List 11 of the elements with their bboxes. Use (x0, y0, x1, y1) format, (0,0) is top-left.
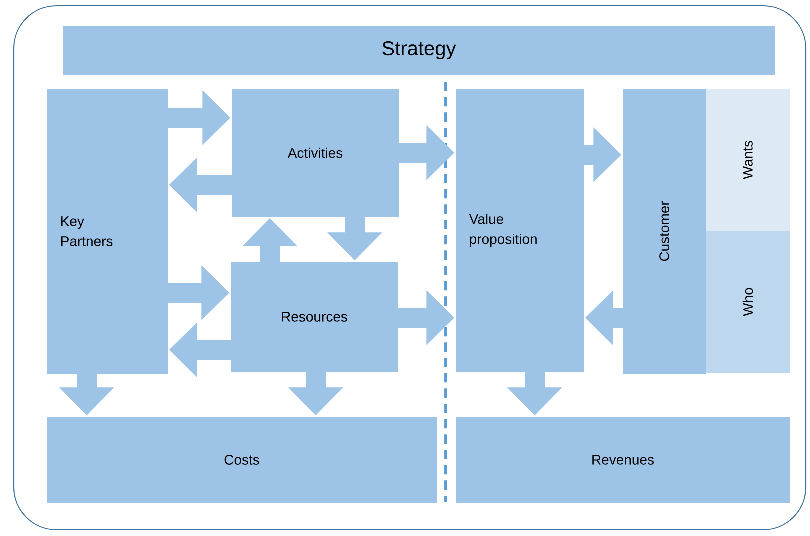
block-box: Value proposition (456, 89, 584, 372)
title-bar: Strategy (63, 26, 775, 75)
block-box: Wants (706, 89, 790, 231)
rounded-frame (13, 5, 807, 531)
block-box: Costs (47, 417, 437, 503)
block-box: Customer (623, 89, 706, 374)
block-box: Revenues (456, 417, 790, 503)
block-box: Activities (232, 89, 399, 217)
block-box: Key Partners (47, 89, 168, 374)
block-box: Resources (231, 262, 398, 372)
block-box: Who (706, 231, 790, 373)
